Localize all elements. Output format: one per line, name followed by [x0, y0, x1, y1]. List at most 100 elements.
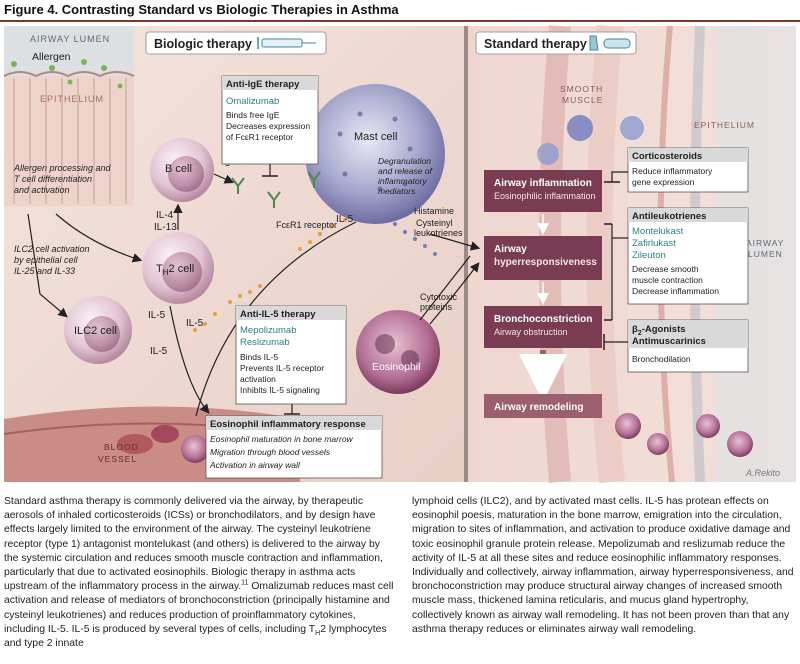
flow-sub-1: Eosinophilic inflammation	[494, 191, 596, 201]
epithelium-label-right: EPITHELIUM	[694, 120, 755, 130]
blood-label: BLOOD	[104, 442, 139, 452]
flow-title-1: Airway inflammation	[494, 178, 592, 189]
smooth-muscle-label-2: MUSCLE	[562, 95, 603, 105]
airway-lumen-label: AIRWAY LUMEN	[30, 34, 110, 44]
il5-label-2: IL-5	[186, 318, 204, 329]
allergen-particles	[11, 59, 123, 89]
eosinophil-shape	[356, 310, 440, 394]
mast-cell-shape	[305, 84, 445, 224]
anti-il5-line-1: Binds IL-5	[240, 352, 279, 362]
antileukotrienes-drug-1: Montelukast	[632, 226, 684, 237]
biologic-header-box	[145, 31, 327, 55]
syringe-icon	[257, 37, 316, 49]
histamine-label: Histamine	[414, 206, 454, 216]
beta-agonists-title: β2-Agonists	[632, 324, 686, 337]
anti-ige-line-3: of FcεR1 receptor	[226, 132, 293, 142]
anti-ige-title: Anti-IgE therapy	[226, 79, 300, 90]
anti-il5-box: Anti-IL-5 therapy Mepolizumab Reslizumab…	[235, 305, 347, 415]
antileukotrienes-line-3: Decrease inflammation	[632, 286, 719, 296]
airway-lumen-right-1: AIRWAY	[746, 238, 784, 248]
arrow-eos-to-standard	[429, 262, 480, 325]
corticosteroids-box: Corticosteroids Reduce inflammatory gene…	[604, 147, 749, 193]
allergen-processing-1: Allergen processing and	[13, 163, 112, 173]
ilc2-activation-3: IL-25 and IL-33	[14, 266, 75, 276]
ilc2-activation-2: by epithelial cell	[14, 255, 79, 265]
degranulation-4: mediators	[378, 186, 416, 196]
arrow-il5-to-eos-response	[169, 305, 210, 414]
eos-response-line-3: Activation in airway wall	[209, 460, 301, 470]
flow-title-3: Bronchoconstriction	[494, 314, 592, 325]
il5-particles	[193, 218, 347, 332]
anti-il5-drug-1: Mepolizumab	[240, 325, 297, 336]
mast-cell-label: Mast cell	[354, 131, 397, 143]
caption-left: Standard asthma therapy is commonly deli…	[4, 496, 394, 650]
antileukotrienes-drug-2: Zafirlukast	[632, 238, 676, 249]
anti-il5-line-4: Inhibits IL-5 signaling	[240, 385, 320, 395]
caption-right: lymphoid cells (ILC2), and by activated …	[412, 496, 794, 635]
arrow-mast-to-standard	[429, 233, 481, 251]
epithelium-label: EPITHELIUM	[40, 94, 104, 104]
antileukotrienes-line-2: muscle contraction	[632, 275, 703, 285]
fceri-receptor-label: FcεR1 receptor	[276, 220, 337, 230]
arrow-cytotoxic	[419, 255, 471, 321]
ilc2-cell-shape	[64, 296, 132, 364]
inhaler-icon	[589, 35, 631, 51]
il13-label: IL-13	[154, 222, 177, 233]
th2-cell-label: TH2 cell	[156, 263, 194, 277]
signature: A.Rekito	[745, 468, 780, 478]
standard-panel-cells	[537, 115, 753, 457]
panel-divider	[464, 26, 468, 482]
flow-sub-3: Airway obstruction	[494, 327, 568, 337]
ige-antibodies	[231, 171, 321, 208]
caption: Standard asthma therapy is commonly deli…	[4, 495, 798, 661]
allergen-label: Allergen	[32, 51, 71, 63]
arrow-mast-il5	[195, 221, 357, 417]
flow-title-4: Airway remodeling	[494, 402, 583, 413]
flow-box-4	[484, 394, 602, 418]
degranulation-1: Degranulation	[378, 156, 431, 166]
cytotoxic-label-2: proteins	[420, 302, 453, 312]
anti-ige-line-2: Decreases expression	[226, 121, 310, 131]
cytotoxic-label-1: Cytotoxic	[420, 292, 458, 302]
eos-response-line-2: Migration through blood vessels	[210, 447, 331, 457]
arrow-allergen-to-th2	[55, 213, 143, 263]
mediator-particles	[393, 222, 437, 256]
b-cell-shape	[150, 138, 214, 202]
b-cell-label: B cell	[165, 163, 192, 175]
corticosteroids-line-1: Reduce inflammatory	[632, 166, 713, 176]
title-rule	[0, 20, 800, 22]
anti-il5-line-2: Prevents IL-5 receptor	[240, 363, 324, 373]
cysteinyl-label-1: Cysteinyl	[416, 218, 453, 228]
antileukotrienes-box: Antileukotrienes Montelukast Zafirlukast…	[604, 207, 749, 321]
vessel-label: VESSEL	[98, 454, 137, 464]
eos-response-line-1: Eosinophil maturation in bone marrow	[210, 434, 354, 444]
cysteinyl-label-2: leukotrienes	[414, 228, 463, 238]
arrow-bcell-to-ige	[213, 173, 235, 184]
anti-ige-box: Anti-IgE therapy Omalizumab Binds free I…	[221, 75, 319, 177]
airway-lumen-right-2: LUMEN	[748, 249, 783, 259]
arrow-to-ilc2	[27, 213, 68, 318]
figure-title: Figure 4. Contrasting Standard vs Biolog…	[4, 2, 399, 17]
epithelium-cells	[3, 71, 135, 206]
biologic-header: Biologic therapy	[154, 37, 252, 51]
allergen-processing-2: T cell differentiation	[14, 174, 92, 184]
antimuscarinics-title: Antimuscarinics	[632, 336, 706, 347]
flow-box-2	[484, 236, 602, 280]
anti-il5-title: Anti-IL-5 therapy	[240, 309, 316, 320]
il5-label-1: IL-5	[148, 310, 166, 321]
antileukotrienes-line-1: Decrease smooth	[632, 264, 699, 274]
ilc2-activation-1: ILC2 cell activation	[14, 244, 90, 254]
flow-sub-2: hyperresponsiveness	[494, 257, 597, 268]
eos-response-title: Eosinophil inflammatory response	[210, 419, 366, 430]
il4-label: IL-4	[156, 210, 174, 221]
eos-response-box: Eosinophil inflammatory response Eosinop…	[205, 415, 383, 479]
antileukotrienes-title: Antileukotrienes	[632, 211, 706, 222]
flow-box-1	[484, 170, 602, 212]
corticosteroids-line-2: gene expression	[632, 177, 695, 187]
anti-il5-drug-2: Reslizumab	[240, 337, 290, 348]
flow-title-2: Airway	[494, 244, 527, 255]
airway-lumen-area	[4, 26, 134, 76]
bronchodilation-line: Bronchodilation	[632, 354, 691, 364]
